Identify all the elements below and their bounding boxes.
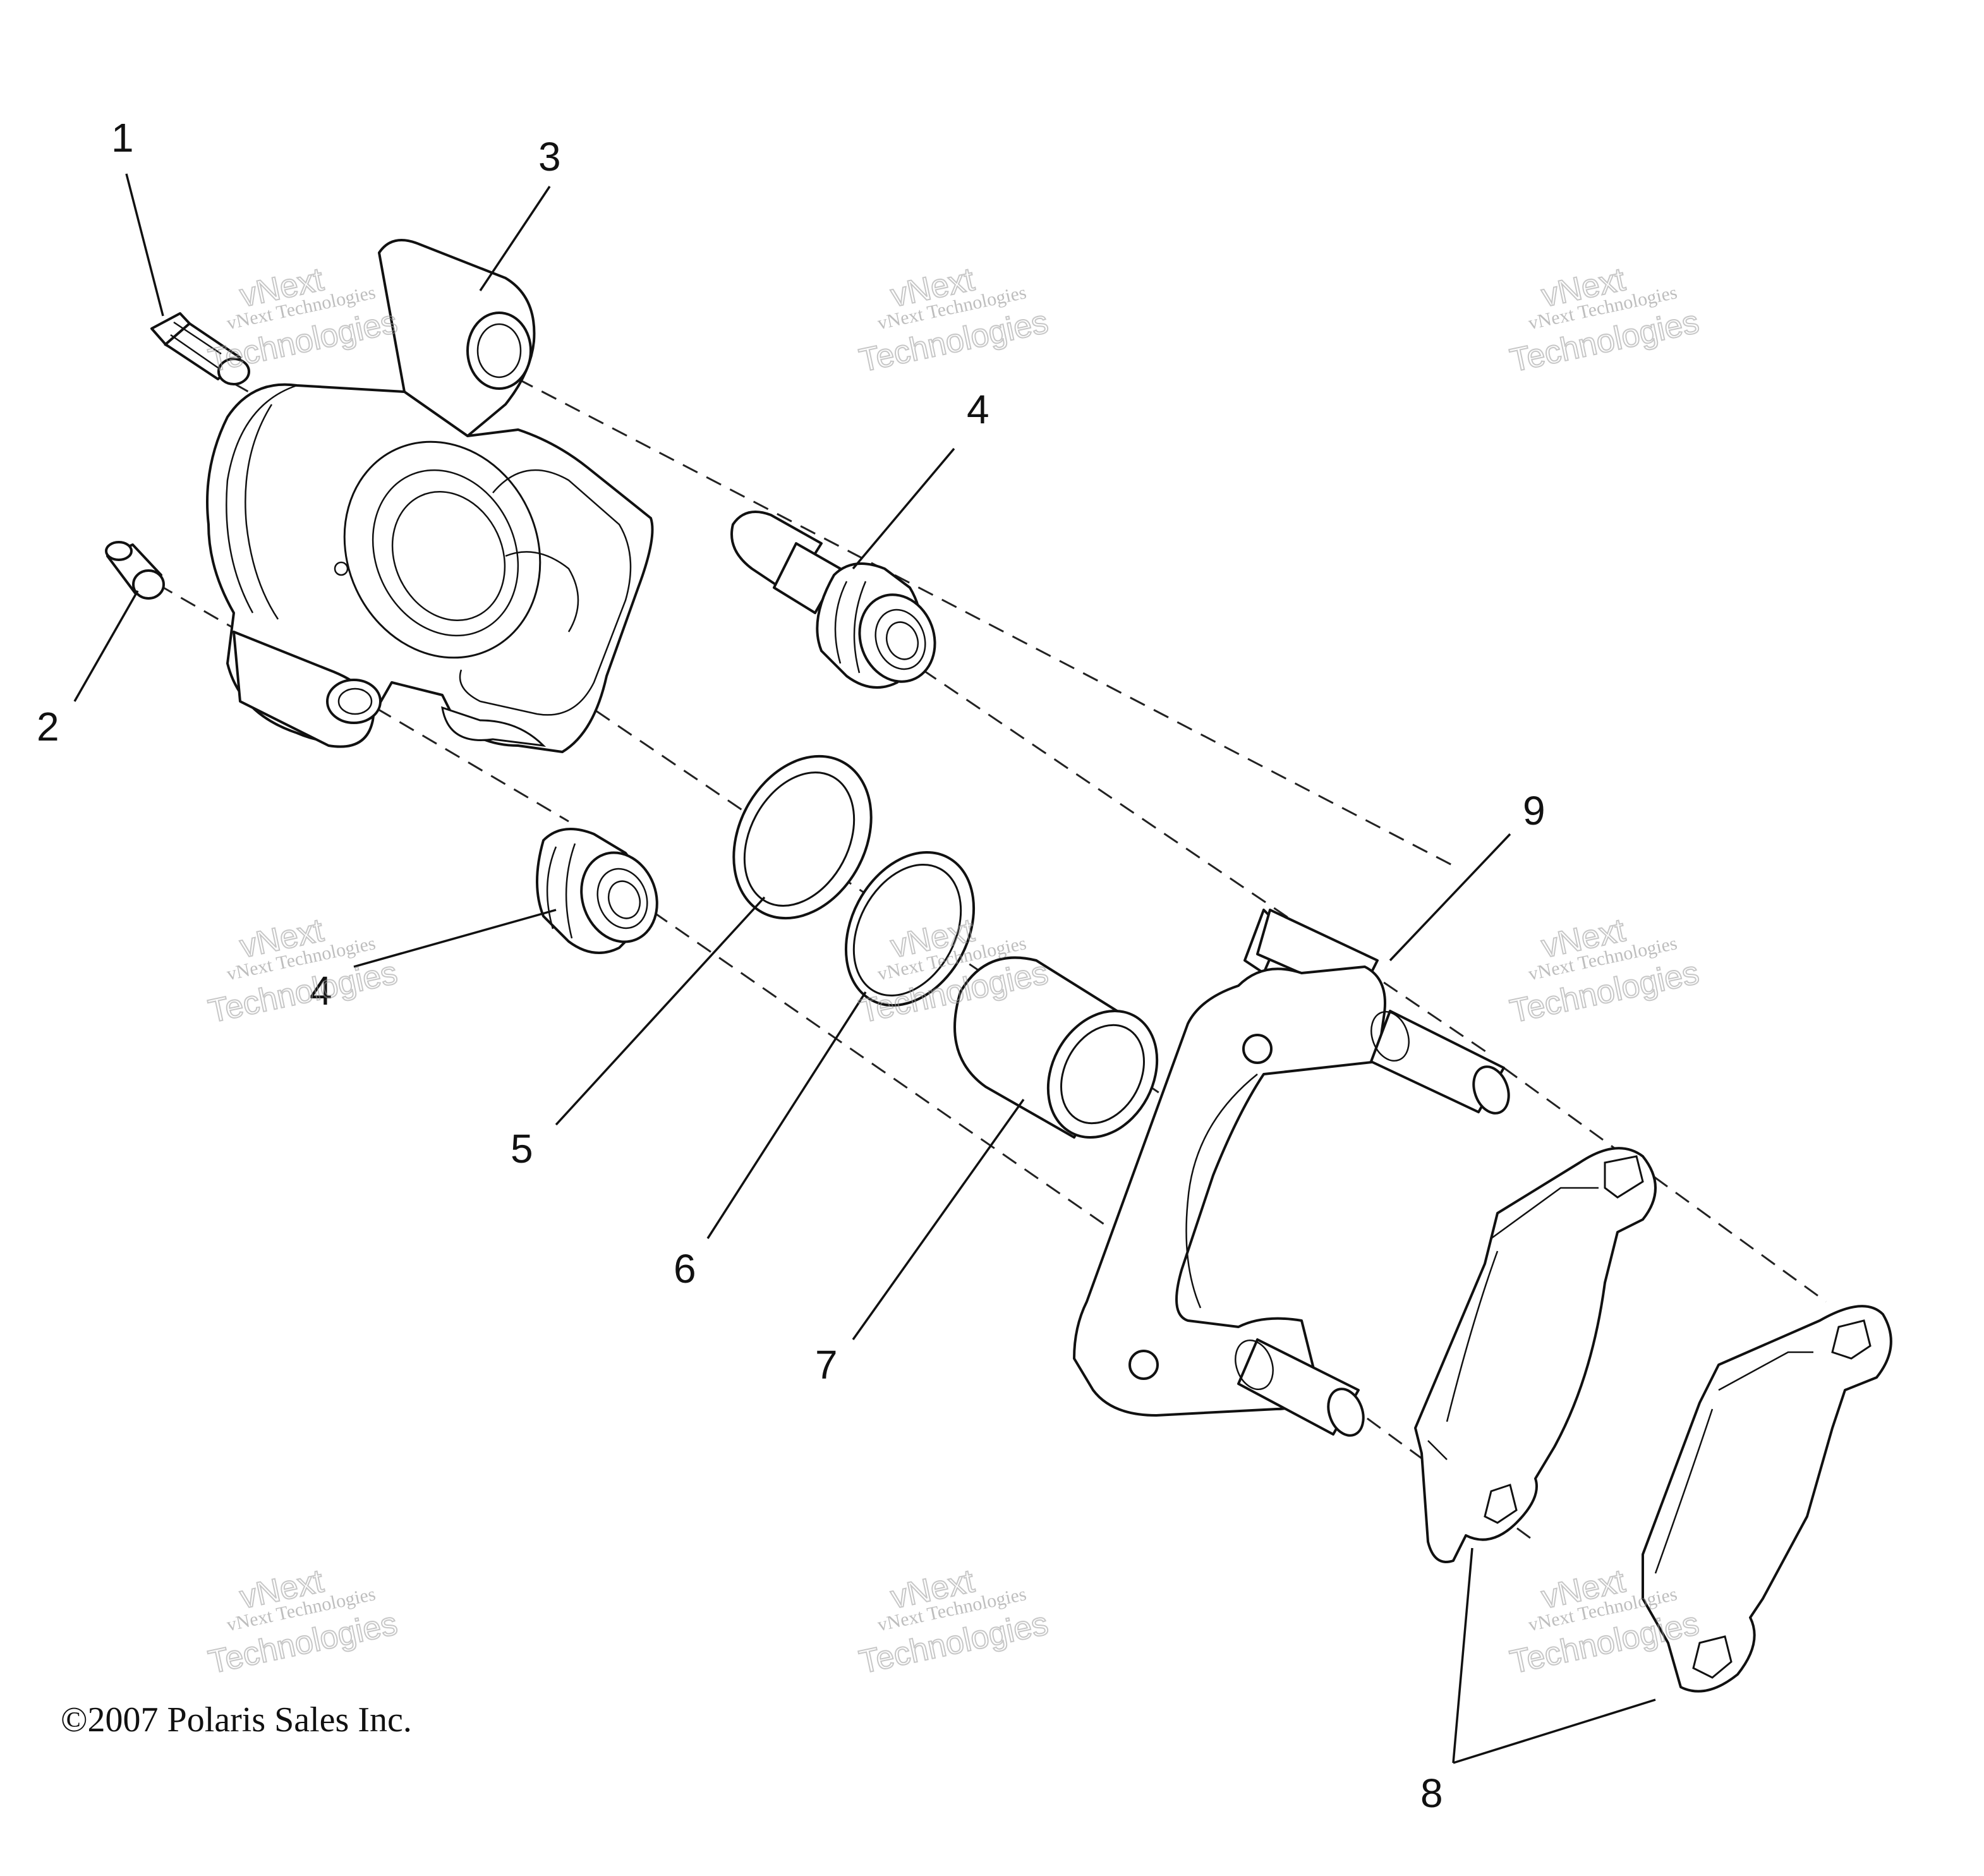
part-brake-pad-outer [1642, 1305, 1892, 1693]
part-seal-ring-large [732, 754, 873, 920]
callout-7: 7 [815, 1342, 838, 1388]
part-slide-pin-boot-upper [730, 511, 936, 689]
axis-line-upper-pin-lower [922, 669, 1492, 1056]
callout-4-upper: 4 [967, 387, 989, 432]
leader-4b [353, 909, 557, 968]
watermark-8: vNext vNext Technologies Technologies [856, 1562, 1052, 1681]
callout-labels: 1 2 3 4 4 5 6 7 8 9 [37, 115, 1545, 1816]
part-caliper-bracket [1073, 909, 1510, 1437]
axis-line-upper-pin [517, 378, 1454, 867]
part-bleeder-screw [150, 312, 250, 385]
leader-8a [1452, 1547, 1473, 1764]
axis-line-cap [157, 583, 241, 633]
callout-1: 1 [111, 115, 134, 160]
leader-6 [706, 991, 867, 1239]
axis-line-lower-boot [353, 694, 569, 823]
part-brake-pad-inner [1414, 1147, 1657, 1563]
leader-3 [479, 186, 551, 291]
leader-8b [1453, 1698, 1656, 1764]
watermark-4: vNext vNext Technologies Technologies [205, 911, 401, 1031]
leader-7 [852, 1098, 1025, 1341]
callout-8: 8 [1420, 1770, 1443, 1816]
part-piston [953, 956, 1159, 1139]
callout-9: 9 [1523, 788, 1545, 833]
callout-2: 2 [37, 704, 59, 749]
part-slide-pin-boot-lower [536, 828, 658, 954]
callout-3: 3 [538, 134, 561, 179]
callout-6: 6 [674, 1246, 696, 1292]
watermark-6: vNext vNext Technologies Technologies [1506, 911, 1703, 1031]
watermark-1: vNext vNext Technologies Technologies [205, 260, 401, 380]
watermark-3: vNext vNext Technologies Technologies [1506, 260, 1703, 380]
leader-9 [1389, 833, 1511, 962]
leader-4a [852, 447, 955, 570]
leader-1 [125, 173, 164, 317]
callout-5: 5 [511, 1126, 533, 1171]
part-bleeder-cap [105, 541, 165, 600]
part-caliper-body [206, 239, 654, 753]
callout-4-lower: 4 [310, 968, 332, 1014]
leader-5 [555, 896, 766, 1126]
watermark-7: vNext vNext Technologies Technologies [205, 1562, 401, 1681]
axis-line-lower-pin [631, 896, 1125, 1240]
part-seal-ring-small [844, 851, 976, 1007]
leader-2 [73, 590, 139, 702]
watermark-2: vNext vNext Technologies Technologies [856, 260, 1052, 380]
axis-line-pad-upper [1503, 1067, 1827, 1303]
leader-lines [73, 173, 1656, 1764]
copyright-notice: ©2007 Polaris Sales Inc. [61, 1700, 412, 1740]
